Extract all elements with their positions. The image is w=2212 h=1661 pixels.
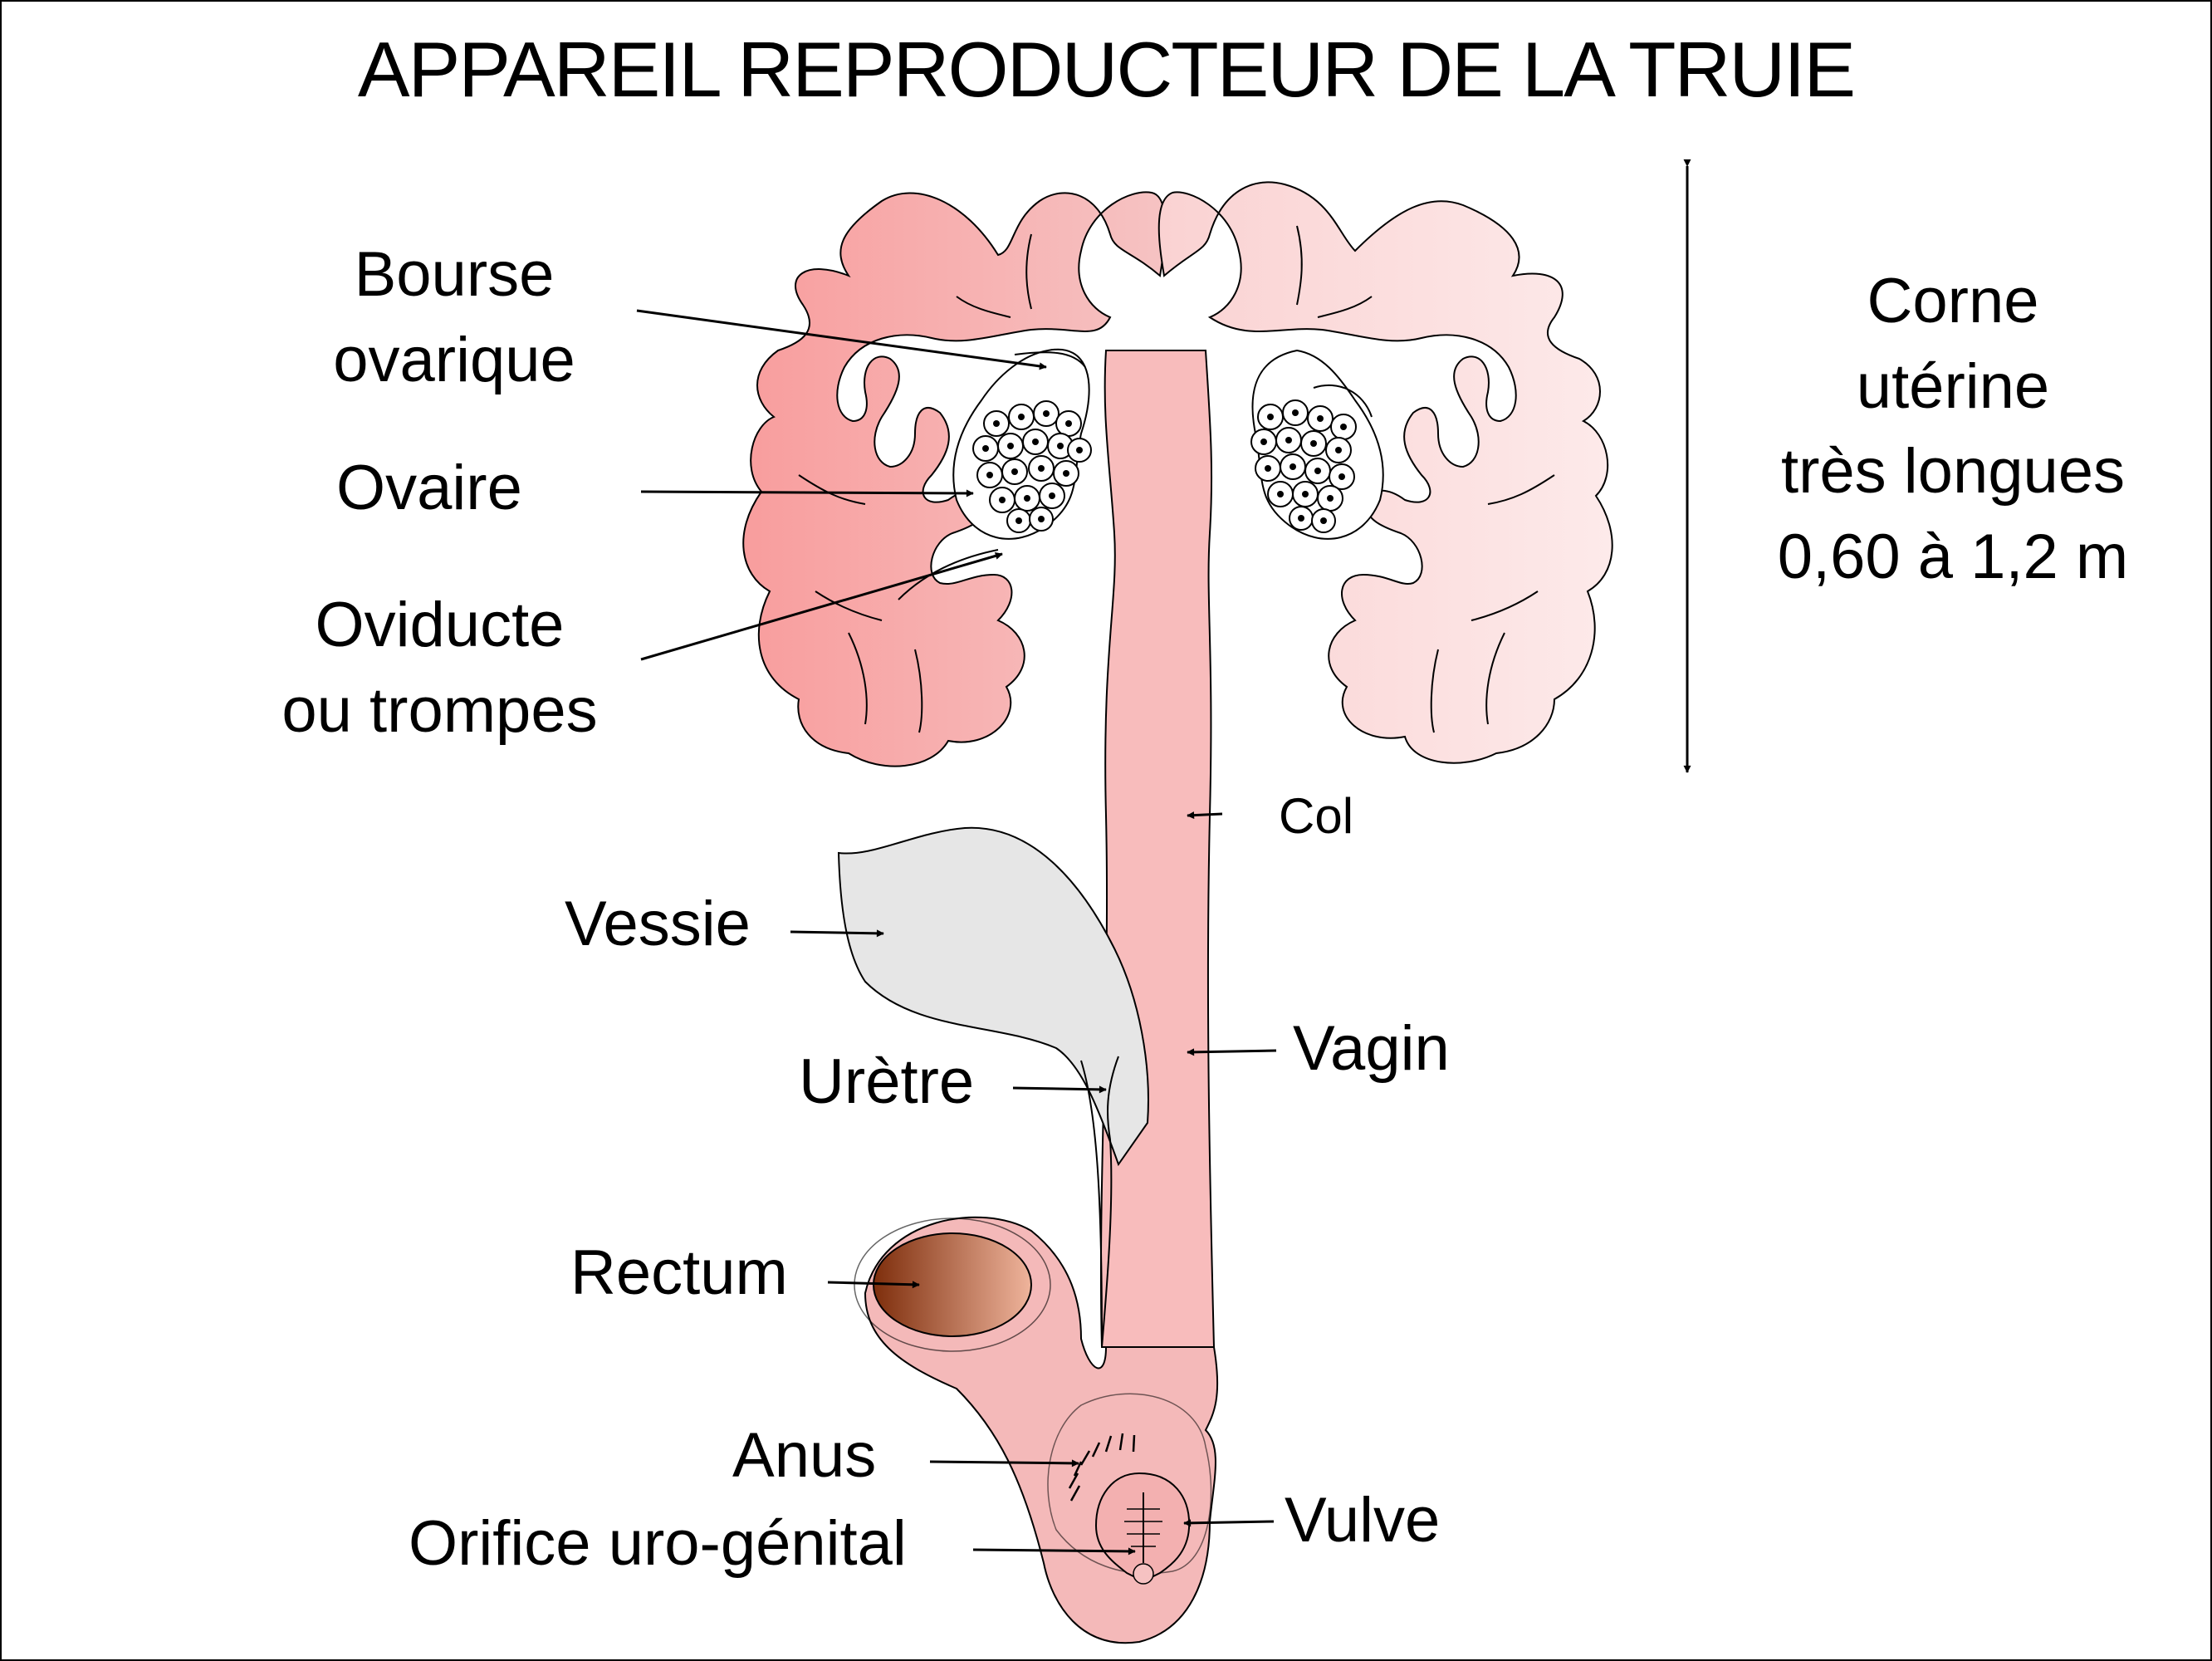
label-bourse-ovarique: Bourse ovarique [333,239,575,395]
vulva [1094,1472,1191,1585]
arrow-vagin [1187,1048,1277,1056]
right-uterine-horn [1157,181,1613,764]
arrow-uretre [1012,1085,1107,1094]
left-ovary-nuclei [982,410,1083,524]
left-uterine-horn [742,191,1167,767]
right-ovary [1250,399,1357,533]
diagram-title: APPAREIL REPRODUCTEUR DE LA TRUIE [357,26,1856,113]
uterine-body [1099,350,1216,1348]
label-anus: Anus [732,1420,877,1491]
perineum [1047,1393,1212,1575]
right-ovary-nuclei [1260,409,1347,524]
label-oviducte: Oviducte ou trompes [281,590,598,746]
arrow-vessie [790,929,884,938]
label-ovaire: Ovaire [336,453,522,523]
arrow-vulve [1183,1519,1275,1527]
label-uretre: Urètre [799,1046,975,1117]
label-col: Col [1279,788,1354,844]
label-corne-uterine: Corne utérine très longues 0,60 à 1,2 m [1777,266,2129,592]
arrow-anus [929,1459,1079,1467]
arrow-ovaire [640,489,974,497]
anus-mark [1068,1433,1136,1502]
pointer-arrows [636,159,1691,1556]
arrow-bourse [636,309,1047,370]
label-rectum: Rectum [570,1237,788,1308]
label-vessie: Vessie [565,889,751,959]
arrow-oviducte [640,551,1003,661]
bladder [837,826,1149,1348]
arrow-orifice [972,1547,1136,1556]
label-orifice-uro-genital: Orifice uro-génital [409,1508,907,1579]
label-vulve: Vulve [1285,1485,1441,1556]
arrow-col [1187,811,1223,820]
label-vagin: Vagin [1293,1013,1450,1084]
arrow-rectum [827,1281,920,1289]
